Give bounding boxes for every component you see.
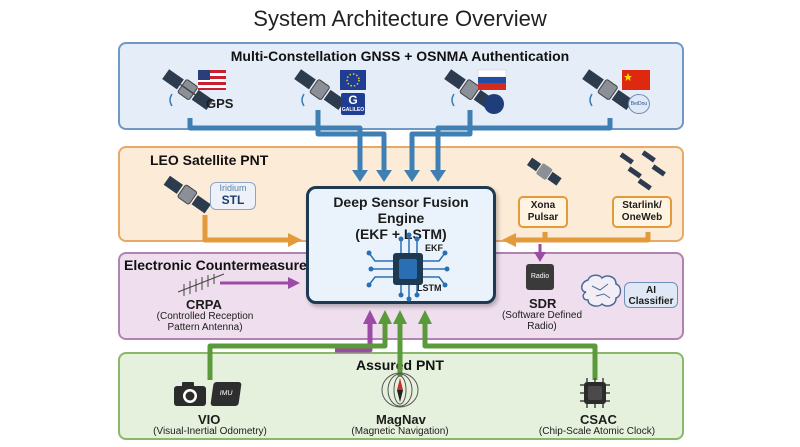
ai-brain-icon [581,274,622,307]
beidou-arrow [435,118,613,172]
starlink-line2: OneWeb [621,212,663,223]
magnav-label: MagNav [376,412,426,427]
cn-flag-icon [622,70,650,90]
csac-label: CSAC [580,412,617,427]
camera-icon [174,382,206,406]
stl-label: STL [221,193,245,207]
iridium-stl-badge: Iridium STL [210,182,256,210]
leo-right-arrow [515,232,651,243]
sdr-label: SDR [529,296,557,311]
imu-chip-icon: IMU [210,382,242,406]
glonass-arrow [409,110,473,172]
iridium-arrow [202,215,290,243]
vio-label: VIO [198,412,221,427]
ru-flag-icon [477,69,507,90]
starlink-oneweb-chip: Starlink/ OneWeb [612,196,672,228]
ai-line2: Classifier [628,296,674,307]
sdr-sub1: (Software Defined [501,310,583,321]
vio-description: (Visual-Inertial Odometry) [153,426,267,437]
starlink-line1: Starlink/ [622,200,662,211]
xona-line1: Xona [530,200,556,211]
us-flag-icon [198,70,226,90]
csac-arrow [422,322,598,380]
magnav-description: (Magnetic Navigation) [351,426,449,437]
xona-pulsar-chip: Xona Pulsar [518,196,568,228]
csac-description: (Chip-Scale Atomic Clock) [538,426,656,437]
galileo-arrow [315,110,387,172]
galileo-caption: GALILEO [341,107,365,113]
ai-line1: AI [646,285,656,296]
roscosmos-logo-icon [484,94,504,114]
crpa-antenna-icon [177,273,225,296]
crpa-label: CRPA [186,297,222,312]
crpa-sub1: (Controlled Reception [156,311,254,322]
crpa-sub2: Pattern Antenna) [167,322,243,333]
sdr-sub2: Radio) [527,321,557,332]
galileo-logo: G GALILEO [341,93,365,115]
gps-satellite-icon [162,69,214,111]
crpa-description: (Controlled Reception Pattern Antenna) [140,311,270,333]
ecm-up-arrow [335,322,373,353]
ai-classifier-badge: AI Classifier [624,282,678,308]
ekf-label: EKF [425,243,443,253]
processor-chip-icon [366,232,450,302]
beidou-logo-icon: BeiDou [628,94,650,114]
atomic-clock-chip-icon [580,378,610,408]
gnss-title: Multi-Constellation GNSS + OSNMA Authent… [230,48,570,64]
sdr-description: (Software Defined Radio) [492,310,592,332]
starlink-constellation-icon [619,150,666,191]
ecm-title: Electronic Countermeasures [124,257,315,273]
vio-arrow [207,322,388,380]
eu-flag-icon [340,70,366,90]
gps-label: GPS [206,96,234,111]
xona-satellite-icon [526,157,562,186]
galileo-satellite-icon [294,69,346,111]
lstm-label: LSTM [417,283,442,293]
xona-line2: Pulsar [527,212,559,223]
page-title: System Architecture Overview [253,6,547,31]
iridium-logo: Iridium [219,183,247,193]
leo-title: LEO Satellite PNT [150,152,269,168]
deep-sensor-fusion-engine: Deep Sensor Fusion Engine (EKF + LSTM) E… [306,186,496,304]
magnetic-compass-icon [381,372,419,408]
beidou-satellite-icon [582,69,634,111]
engine-subtitle: (EKF + LSTM) [355,226,447,242]
engine-title: Deep Sensor Fusion Engine [333,194,469,226]
galileo-badge: G [348,93,358,107]
gps-arrow [187,118,363,172]
iridium-satellite-icon [163,175,211,214]
sdr-radio-chip-icon: Radio [526,264,554,290]
